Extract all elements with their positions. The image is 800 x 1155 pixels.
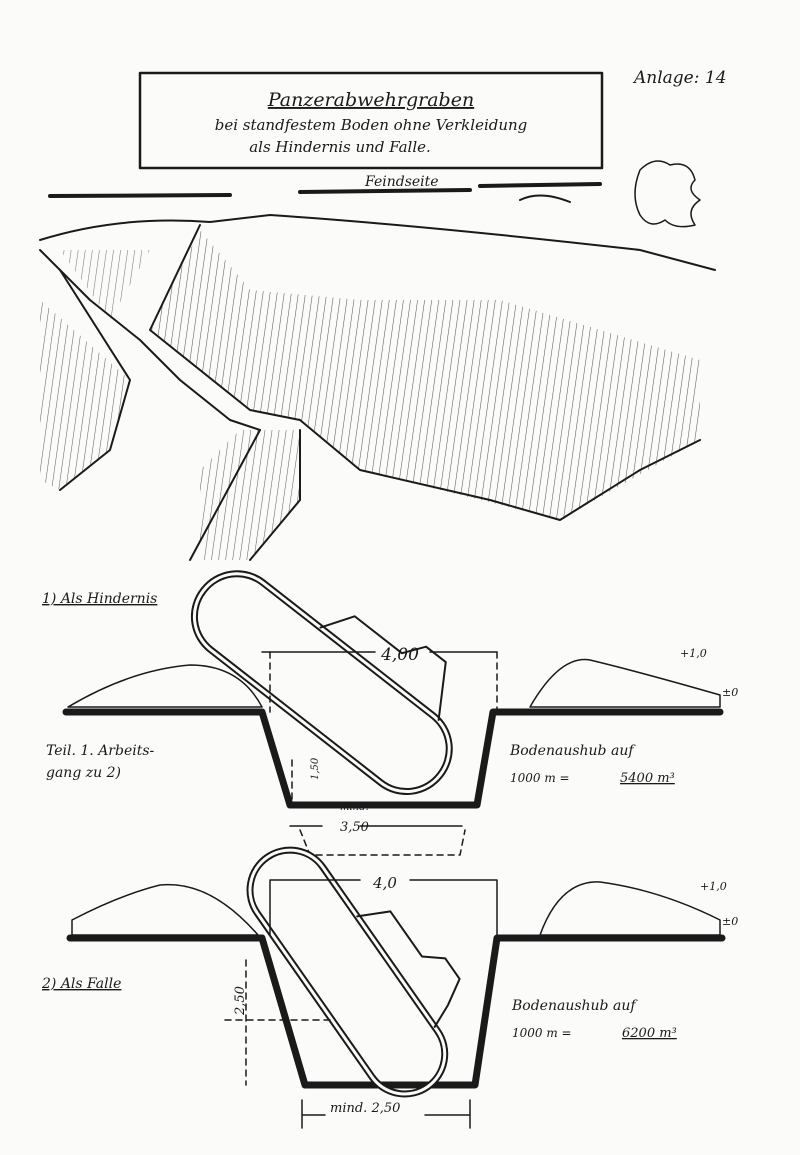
- tank-silhouette-trap: [246, 846, 461, 1098]
- annex-label: Anlage: 14: [632, 68, 727, 88]
- section2-ground-mark: ±0: [722, 915, 738, 928]
- section2-width-top: 4,0: [372, 874, 397, 892]
- section1-bottom-width: 3,50: [340, 820, 369, 835]
- section1-spoil-note-1: Bodenaushub auf: [509, 743, 636, 759]
- section2-depth: 2,50: [233, 986, 248, 1016]
- section1-bottom-note: mind.: [340, 802, 369, 813]
- section2-spoil-note-1: Bodenaushub auf: [511, 998, 638, 1014]
- section1-left-note-1: Teil. 1. Arbeits-: [46, 743, 155, 759]
- title-heading: Panzerabwehrgraben: [267, 89, 474, 111]
- title-line-3: als Hindernis und Falle.: [249, 138, 431, 156]
- section2-height-mark: +1,0: [700, 880, 727, 893]
- section1-ground-mark: ±0: [722, 686, 738, 699]
- section1-spoil-note-2: 1000 m =: [510, 771, 570, 785]
- title-box: [138, 71, 604, 170]
- section1-height-mark: +1,0: [680, 647, 707, 660]
- section2-label: 2) Als Falle: [41, 976, 121, 992]
- enemy-side-label: Feindseite: [364, 174, 439, 190]
- landscape-sketch: Feindseite: [39, 160, 716, 561]
- tank-silhouette: [190, 570, 453, 796]
- section2-spoil-note-2: 1000 m =: [512, 1026, 572, 1040]
- section1-width-top: 4,00: [380, 645, 419, 665]
- cross-section-obstacle: 1) Als Hindernis 4,00 +1,0 ±0 1,50 mind.…: [42, 570, 738, 856]
- section1-spoil-volume: 5400 m³: [620, 771, 675, 786]
- section1-depth: 1,50: [310, 757, 321, 780]
- section1-label: 1) Als Hindernis: [42, 591, 157, 607]
- section1-left-note-2: gang zu 2): [46, 765, 121, 781]
- title-line-2: bei standfestem Boden ohne Verkleidung: [215, 116, 528, 134]
- section2-bottom-width: mind. 2,50: [330, 1101, 400, 1116]
- cross-section-trap: 4,0 +1,0 ±0 2,50 mind. 2,50 2) Als Falle…: [41, 846, 738, 1129]
- section2-spoil-volume: 6200 m³: [622, 1026, 677, 1041]
